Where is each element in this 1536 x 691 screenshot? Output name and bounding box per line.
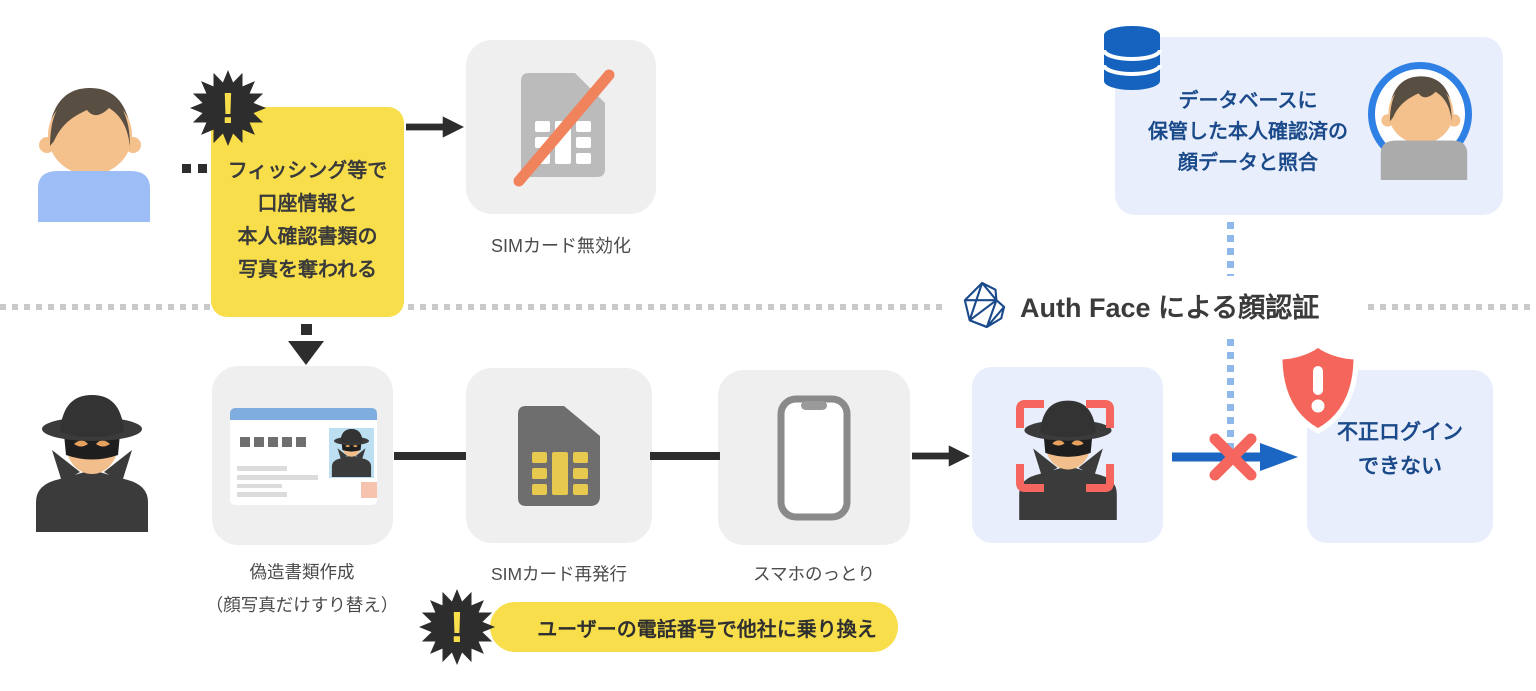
phone-hijack-label: スマホのっとり	[753, 564, 875, 584]
id-card-line	[237, 466, 287, 471]
dotted-link-icon	[182, 164, 207, 173]
id-card-block	[254, 437, 264, 447]
phone-hijack-card	[718, 370, 910, 545]
id-card-photo	[329, 428, 374, 478]
cross-icon	[1209, 433, 1257, 481]
divider-title: Auth Face による顔認証	[1020, 292, 1320, 323]
hacker-icon	[329, 428, 374, 477]
phishing-warning-callout: フィッシング等で 口座情報と 本人確認書類の 写真を奪われる	[211, 107, 404, 317]
db-line: データベースに	[1178, 90, 1318, 112]
auth-face-divider-label: Auth Face による顔認証	[946, 276, 1366, 334]
forged-doc-label: 偽造書類作成 （顔写真だけすり替え）	[182, 556, 422, 622]
hacker-avatar	[28, 392, 156, 532]
sim-disabled-label: SIMカード無効化	[490, 236, 631, 256]
id-card-block	[240, 437, 250, 447]
id-card-stamp	[361, 482, 377, 498]
id-card-line	[237, 484, 282, 488]
arrow-right-icon	[406, 115, 464, 139]
carrier-switch-callout: ユーザーの電話番号で他社に乗り換え	[490, 602, 898, 652]
arrow-down-icon	[288, 341, 324, 365]
vertical-dotted-link	[1227, 222, 1234, 450]
id-card-header	[230, 408, 377, 420]
warning-burst-icon	[190, 70, 266, 146]
sim-reissue-card	[466, 368, 652, 543]
shield-alert-icon	[1277, 342, 1359, 434]
callout-line: 写真を奪われる	[238, 259, 377, 281]
carrier-switch-text: ユーザーの電話番号で他社に乗り換え	[537, 618, 877, 641]
id-card-line	[237, 492, 287, 497]
callout-line: 本人確認書類の	[237, 226, 378, 248]
arrow-down-dash	[301, 324, 312, 335]
blocked-arrow	[1172, 433, 1298, 481]
db-line: 顔データと照合	[1178, 152, 1318, 174]
denied-line: 不正ログイン	[1337, 420, 1463, 444]
forged-doc-line: 偽造書類作成	[249, 562, 355, 582]
arrow-right-icon	[912, 444, 970, 468]
database-callout-text: データベースに 保管した本人確認済の 顔データと照合	[1128, 86, 1368, 179]
connector-line	[394, 452, 466, 460]
warning-burst-icon	[419, 589, 495, 665]
id-card-line	[237, 475, 318, 480]
callout-line: フィッシング等で	[227, 160, 388, 182]
forged-doc-line: （顔写真だけすり替え）	[205, 595, 399, 615]
id-card-block	[268, 437, 278, 447]
database-icon	[1102, 26, 1162, 90]
id-card-block	[296, 437, 306, 447]
victim-avatar	[38, 85, 150, 222]
sim-card-icon	[518, 405, 600, 506]
db-line: 保管した本人確認済の	[1148, 121, 1348, 143]
auth-face-logo	[963, 281, 1006, 329]
smartphone-icon	[777, 395, 851, 520]
id-card-block	[282, 437, 292, 447]
sim-disabled-card	[466, 40, 656, 214]
face-scan-frame-icon	[1016, 400, 1114, 492]
callout-line: 口座情報と	[257, 193, 358, 215]
divider-dotted-line	[0, 304, 1536, 310]
verified-face-avatar	[1380, 74, 1468, 180]
connector-line	[650, 452, 720, 460]
denied-line: できない	[1358, 454, 1442, 478]
sim-reissue-label: SIMカード再発行	[490, 564, 628, 584]
sim-card-disabled-icon	[513, 69, 615, 187]
